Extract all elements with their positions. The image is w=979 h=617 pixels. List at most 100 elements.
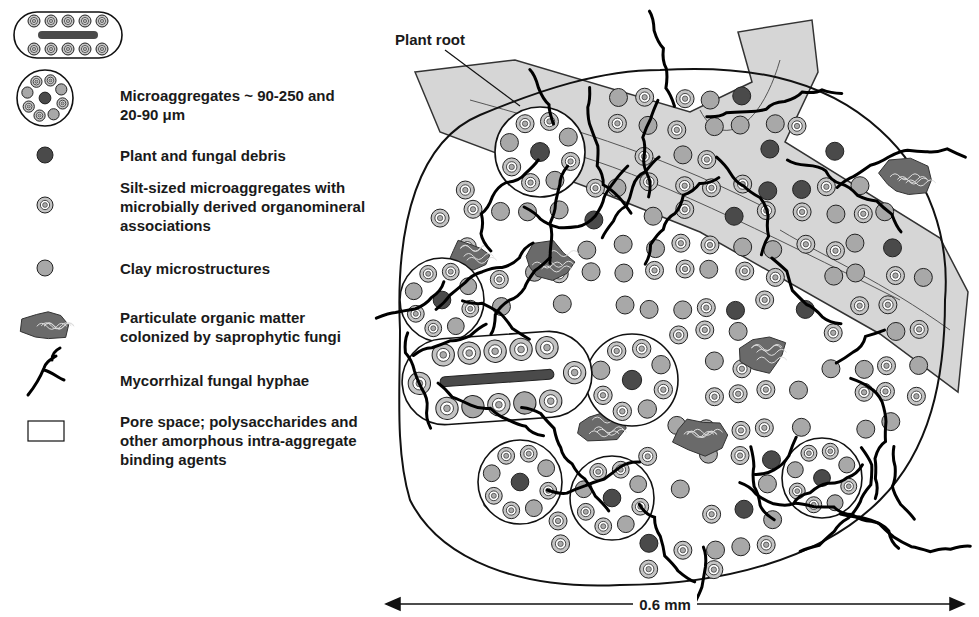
silt-core	[504, 453, 509, 458]
clay-microstructure	[640, 300, 658, 318]
silt-microaggregate	[485, 487, 502, 504]
silt-core	[712, 394, 717, 399]
clay-microstructure	[644, 207, 662, 225]
silt-ring	[506, 162, 516, 172]
silt-ring	[761, 384, 771, 394]
silt-ring	[593, 467, 603, 477]
mycorrhizal-hypha	[649, 11, 674, 106]
silt-core	[682, 96, 687, 101]
silt-core	[704, 157, 709, 162]
microaggregate	[17, 70, 73, 126]
silt-ring	[568, 366, 582, 380]
silt-ring	[489, 491, 499, 501]
mycorrhizal-hypha	[588, 87, 631, 213]
silt-ring	[65, 18, 72, 25]
silt-core	[614, 348, 620, 354]
silt-ring	[99, 18, 106, 25]
silt-core	[509, 508, 514, 513]
silt-microaggregate	[654, 380, 672, 398]
clay-microstructure	[887, 322, 905, 340]
silt-ring	[859, 387, 869, 397]
plant-debris	[884, 239, 902, 257]
legend-text: Pore space; polysaccharides and other am…	[120, 412, 370, 469]
clay-microstructure	[582, 263, 600, 281]
saprophytic-fungi	[549, 251, 579, 257]
silt-microaggregate	[420, 265, 437, 282]
microaggregate	[570, 456, 654, 540]
silt-microaggregate	[670, 326, 688, 344]
silt-ring	[700, 325, 710, 335]
saprophytic-fungi	[757, 357, 787, 363]
silt-ring	[598, 390, 609, 401]
silt-ring	[423, 269, 433, 279]
silt-ring	[31, 46, 38, 53]
plant-debris	[603, 489, 621, 507]
silt-ring	[525, 177, 535, 187]
silt-ring	[911, 391, 921, 401]
silt-microaggregate	[886, 267, 904, 285]
silt-ring	[33, 78, 39, 84]
silt-ring	[462, 346, 476, 360]
silt-ring	[617, 406, 628, 417]
silt-ring	[524, 449, 534, 459]
silt-core	[547, 398, 554, 405]
microaggregate	[400, 258, 484, 342]
silt-microaggregate	[483, 339, 507, 363]
silt-core	[543, 344, 550, 351]
saprophytic-fungi	[757, 349, 787, 355]
clay-microstructure	[614, 235, 632, 253]
silt-microaggregate	[755, 419, 773, 437]
silt-microaggregate	[731, 447, 749, 465]
silt-core	[596, 469, 601, 474]
silt-ring	[590, 183, 600, 193]
silt-microaggregate	[28, 43, 40, 55]
silt-microaggregate	[79, 43, 91, 55]
silt-core	[861, 390, 866, 395]
silt-microaggregate	[96, 15, 108, 27]
silt-ring	[770, 272, 780, 282]
silt-ring	[701, 302, 711, 312]
particulate-organic-matter	[739, 337, 785, 373]
silt-microaggregate	[96, 43, 108, 55]
silt-microaggregate	[45, 15, 57, 27]
silt-core	[555, 518, 560, 523]
clay-microstructure	[538, 460, 555, 477]
clay-microstructure	[705, 118, 723, 136]
clay-microstructure	[825, 267, 843, 285]
silt-ring	[709, 564, 719, 574]
clay-microstructure	[731, 116, 749, 134]
silt-microaggregate	[34, 110, 45, 121]
clay-microstructure	[578, 241, 596, 259]
clay-microstructure	[707, 541, 725, 559]
clay-microstructure	[525, 500, 542, 517]
silt-core	[437, 215, 442, 220]
silt-microaggregate	[31, 76, 42, 87]
clay-microstructure	[910, 356, 928, 374]
silt-ring	[792, 121, 802, 131]
silt-microaggregate	[539, 389, 563, 413]
silt-microaggregate	[907, 387, 925, 405]
silt-microaggregate	[854, 205, 872, 223]
microaggregate	[586, 334, 678, 426]
clay-microstructure	[447, 318, 464, 335]
mycorrhizal-hypha	[602, 157, 659, 238]
mycorrhizal-hypha	[376, 282, 444, 319]
clay-microstructure	[652, 355, 670, 373]
aggregate-contents	[376, 11, 970, 605]
silt-ring	[793, 486, 802, 495]
silt-ring	[435, 213, 445, 223]
silt-ring	[883, 300, 893, 310]
silt-core	[413, 311, 418, 316]
silt-microaggregate	[503, 502, 520, 519]
saprophytic-fungi	[464, 253, 494, 259]
silt-core	[738, 428, 743, 433]
silt-core	[885, 302, 890, 307]
silt-microaggregate	[549, 512, 567, 530]
silt-microaggregate	[729, 385, 747, 403]
legend-text: Plant and fungal debris	[120, 146, 360, 165]
silt-ring	[706, 509, 716, 519]
clay-microstructure	[857, 420, 875, 438]
silt-microaggregate	[639, 447, 657, 465]
silt-core	[32, 47, 36, 51]
silt-core	[828, 449, 833, 454]
